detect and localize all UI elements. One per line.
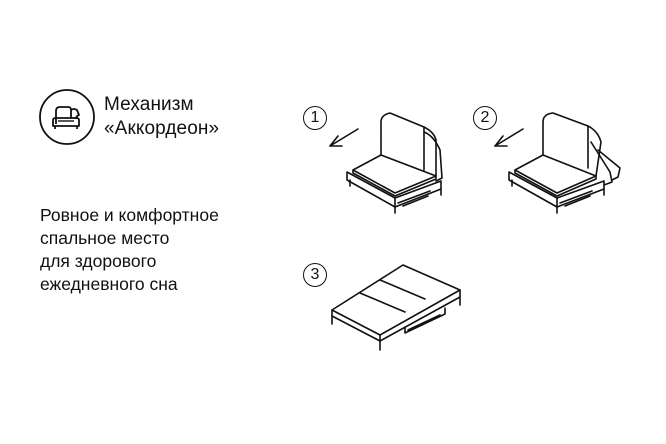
sofa-folded-illustration: [346, 112, 443, 214]
sofa-bed-flat-illustration: [331, 264, 461, 351]
sofa-bed-icon: [39, 89, 95, 145]
description-line-4: ежедневного сна: [40, 274, 178, 294]
description-line-3: для здорового: [40, 251, 157, 271]
page-title: Механизм «Аккордеон»: [104, 93, 219, 141]
title-line-2: «Аккордеон»: [104, 118, 220, 139]
title-line-1: Механизм: [104, 94, 194, 115]
step-number-2: 2: [473, 106, 497, 130]
description-line-2: спальное место: [40, 228, 170, 248]
description: Ровное и комфортное спальное место для з…: [40, 204, 219, 296]
step-number-1: 1: [303, 106, 327, 130]
description-line-1: Ровное и комфортное: [40, 205, 219, 225]
step-number-3: 3: [303, 263, 327, 287]
arrow-down-left-icon: [329, 128, 359, 147]
sofa-unfolding-illustration: [508, 112, 621, 214]
arrow-down-left-icon: [494, 128, 524, 147]
